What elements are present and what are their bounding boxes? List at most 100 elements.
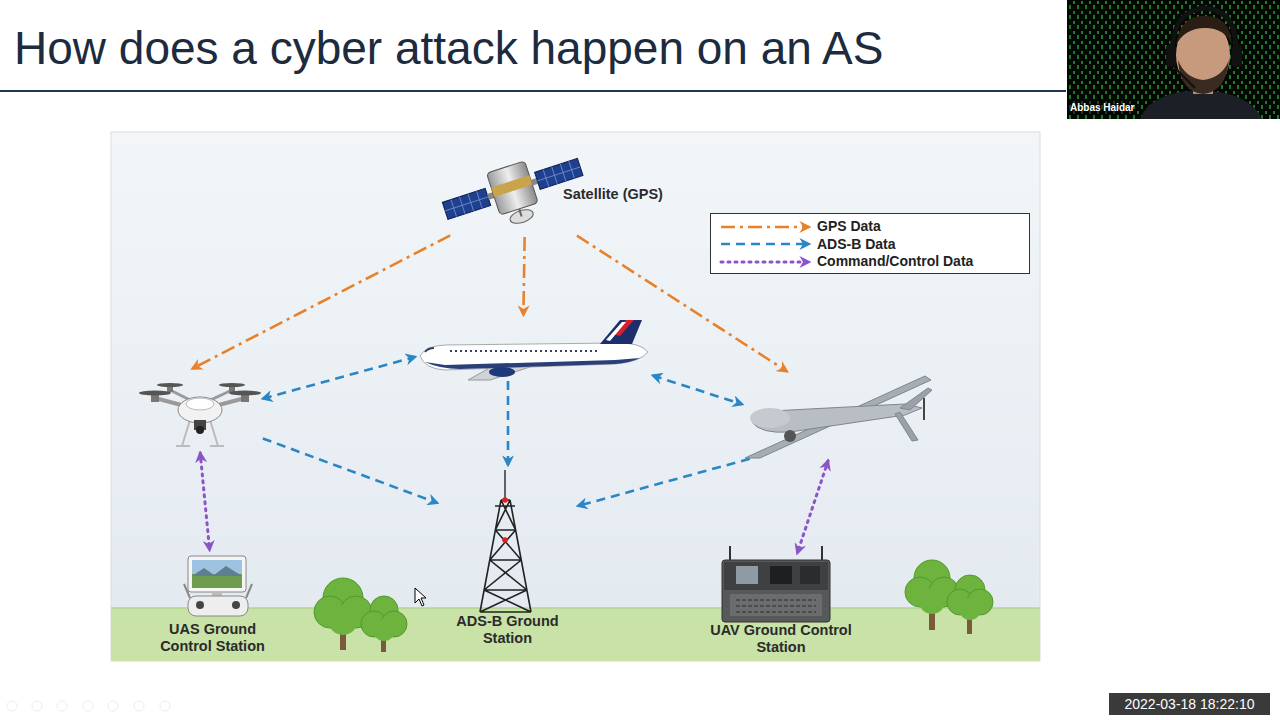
command-control-link: [797, 461, 828, 553]
satellite-illustration: [442, 188, 490, 219]
satellite-illustration: [487, 161, 539, 215]
quadcopter-illustration: [210, 445, 224, 447]
adsb-tower-illustration: [504, 470, 506, 500]
legend-box: GPS DataADS-B DataCommand/Control Data: [710, 213, 1030, 274]
uav-control-case-illustration: [722, 560, 830, 622]
node-label: Satellite (GPS): [563, 186, 688, 203]
legend-label: Command/Control Data: [817, 253, 973, 270]
legend-entry: Command/Control Data: [711, 253, 1027, 270]
predator-uav-illustration: [923, 398, 925, 420]
quadcopter-illustration: [182, 420, 190, 446]
airliner-illustration: [489, 367, 515, 377]
airliner-illustration: [600, 320, 642, 344]
satellite-illustration: [442, 188, 490, 219]
uav-control-case-illustration: [800, 566, 820, 584]
uav-control-case-illustration: [736, 566, 758, 584]
tree-illustration: [967, 618, 972, 634]
mouse-cursor: [415, 588, 426, 606]
airliner-illustration: [420, 320, 648, 380]
presentation-toolbar: [7, 701, 17, 711]
title-underline: [0, 91, 1066, 92]
military-uav: [745, 373, 930, 458]
airliner-illustration: [606, 322, 626, 341]
uas-controller-illustration: [184, 556, 252, 616]
tree-illustration: [959, 598, 981, 620]
predator-uav-illustration: [745, 376, 931, 458]
uav-control-case-illustration: [770, 566, 792, 584]
webcam-feed: [1067, 0, 1280, 119]
webcam-feed: [1178, 60, 1229, 94]
legend-label: GPS Data: [817, 218, 881, 235]
airliner: [418, 318, 650, 378]
uas-controller-illustration: [196, 601, 204, 609]
quadcopter-illustration: [139, 391, 171, 396]
presentation-toolbar: [7, 701, 170, 711]
airliner-illustration: [425, 348, 434, 352]
uav-control-case-illustration: [729, 546, 731, 560]
legend-entry: ADS-B Data: [711, 236, 1027, 253]
uas-controller-illustration: [188, 556, 246, 592]
presentation-toolbar: [134, 701, 144, 711]
quadcopter-illustration: [186, 398, 214, 410]
legend-line-sample: [717, 256, 817, 268]
diagram-panel: [111, 607, 1040, 609]
adsb-tower-illustration: [502, 497, 508, 503]
satellite-illustration: [508, 207, 535, 226]
webcam-feed: [1140, 90, 1262, 119]
tree-illustration: [314, 560, 993, 652]
quadcopter-illustration: [210, 420, 218, 446]
satellite-illustration: [535, 158, 583, 189]
uas-controller-illustration: [184, 584, 190, 598]
legend-line-sample: [717, 238, 817, 250]
legend-label: ADS-B Data: [817, 236, 896, 253]
adsb-data-link: [653, 376, 742, 405]
predator-uav-illustration: [750, 408, 790, 428]
presentation-toolbar: [83, 701, 93, 711]
quadcopter-illustration: [176, 445, 190, 447]
satellite-illustration: [519, 209, 521, 217]
quadcopter-illustration: [196, 426, 204, 434]
quadcopter-illustration: [219, 383, 245, 387]
timestamp-box: [1109, 693, 1270, 715]
slide-title: How does a cyber attack happen on an AS: [14, 25, 883, 71]
connector-group: [192, 235, 828, 553]
mouse-cursor: [415, 588, 426, 606]
uas-controller-illustration: [232, 601, 240, 609]
predator-uav-illustration: [784, 430, 796, 442]
airliner-illustration: [425, 358, 640, 369]
presentation-toolbar: [57, 701, 67, 711]
timestamp: 2022-03-18 18:22:10: [1109, 693, 1270, 715]
uav-control-case-illustration: [736, 600, 816, 612]
quadcopter-illustration: [157, 383, 183, 387]
airliner-illustration: [450, 350, 600, 352]
gps-data-link: [523, 237, 524, 315]
uas-controller-illustration: [192, 574, 242, 588]
timestamp-box: [1109, 693, 1270, 715]
command-control-link: [200, 453, 209, 550]
uav-control-case-illustration: [821, 546, 823, 560]
predator-uav-illustration: [745, 376, 932, 458]
presenter-name: Abbas Haidar: [1070, 101, 1150, 114]
legend-line-sample: [721, 225, 809, 228]
airliner-illustration: [420, 343, 648, 370]
satellite: Satellite (GPS): [436, 152, 686, 234]
quadcopter-illustration: [229, 391, 261, 396]
adsb-data-link: [263, 357, 415, 399]
adsb-data-link: [263, 438, 437, 502]
adsb-data-link: [578, 459, 750, 506]
satellite-illustration: [535, 158, 583, 189]
adsb-tower-illustration: [480, 500, 531, 612]
adsb-tower-illustration: [480, 470, 531, 612]
tree-illustration: [328, 605, 358, 635]
presentation-toolbar: [160, 701, 170, 711]
quadcopter-drone: [142, 370, 260, 450]
title-underline: [0, 90, 1066, 92]
uav-control-case-illustration: [730, 594, 822, 616]
tree-illustration: [373, 619, 395, 641]
predator-uav-illustration: [900, 388, 932, 410]
adsb-tower-illustration: [502, 537, 508, 543]
gps-data-link: [192, 235, 450, 368]
uav-control-case-illustration: [724, 562, 828, 590]
quadcopter-illustration: [178, 397, 222, 423]
uav-control-case-illustration: [722, 546, 830, 622]
